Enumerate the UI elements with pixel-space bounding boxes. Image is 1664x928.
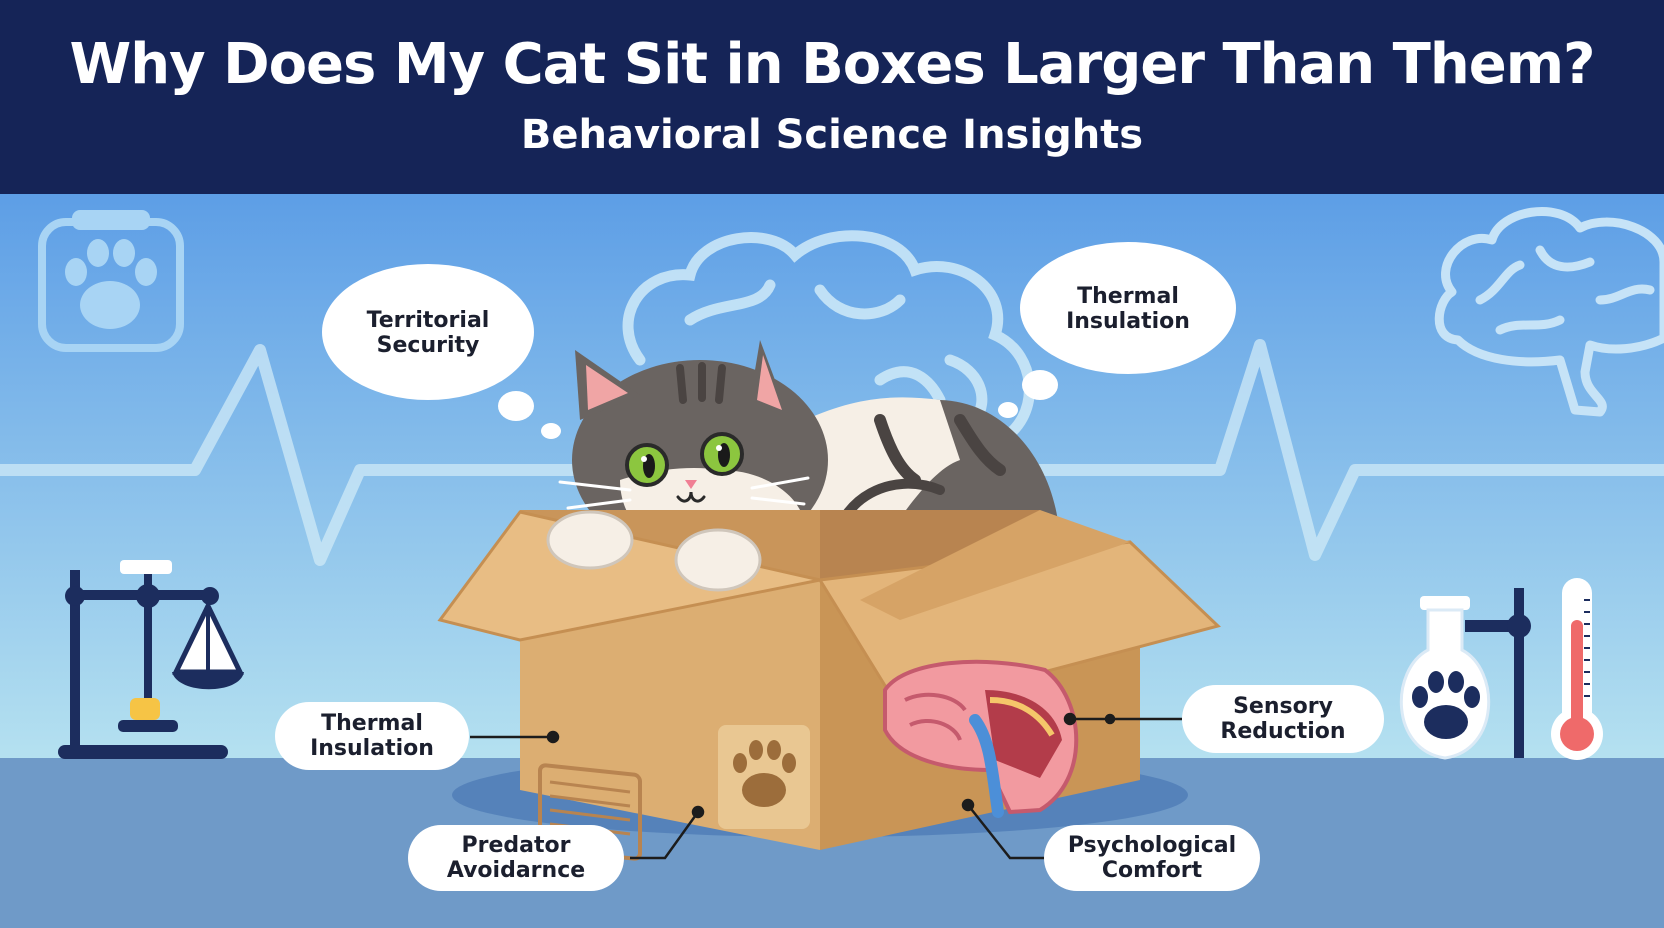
header-banner (0, 0, 1664, 194)
cat-paws (546, 510, 762, 592)
brain-cross-section-icon (883, 659, 1079, 818)
callout-pills (275, 685, 1384, 891)
callout-label-psychological-comfort: Psychological Comfort (1067, 833, 1237, 883)
callout-label-thermal-insulation: Thermal Insulation (310, 711, 434, 761)
bubble-label-territorial-security: Territorial Security (366, 308, 490, 358)
paw-print-icon (38, 210, 184, 352)
callout-label-predator-avoidance: Predator Avoidarnce (446, 833, 586, 883)
thought-bubble-territorial (322, 264, 561, 439)
callout-connectors (470, 712, 1182, 860)
thermometer-icon (1551, 578, 1603, 760)
callout-label-sensory-reduction: Sensory Reduction (1220, 694, 1346, 744)
flask-paw-icon (1399, 588, 1531, 760)
lab-stand-scale-icon (58, 560, 244, 759)
thought-bubble-thermal (998, 242, 1236, 418)
page-subtitle: Behavioral Science Insights (520, 112, 1144, 158)
bubble-label-thermal-insulation: Thermal Insulation (1066, 284, 1190, 334)
brain-icon (1434, 206, 1664, 417)
page-title: Why Does My Cat Sit in Boxes Larger Than… (69, 32, 1595, 97)
